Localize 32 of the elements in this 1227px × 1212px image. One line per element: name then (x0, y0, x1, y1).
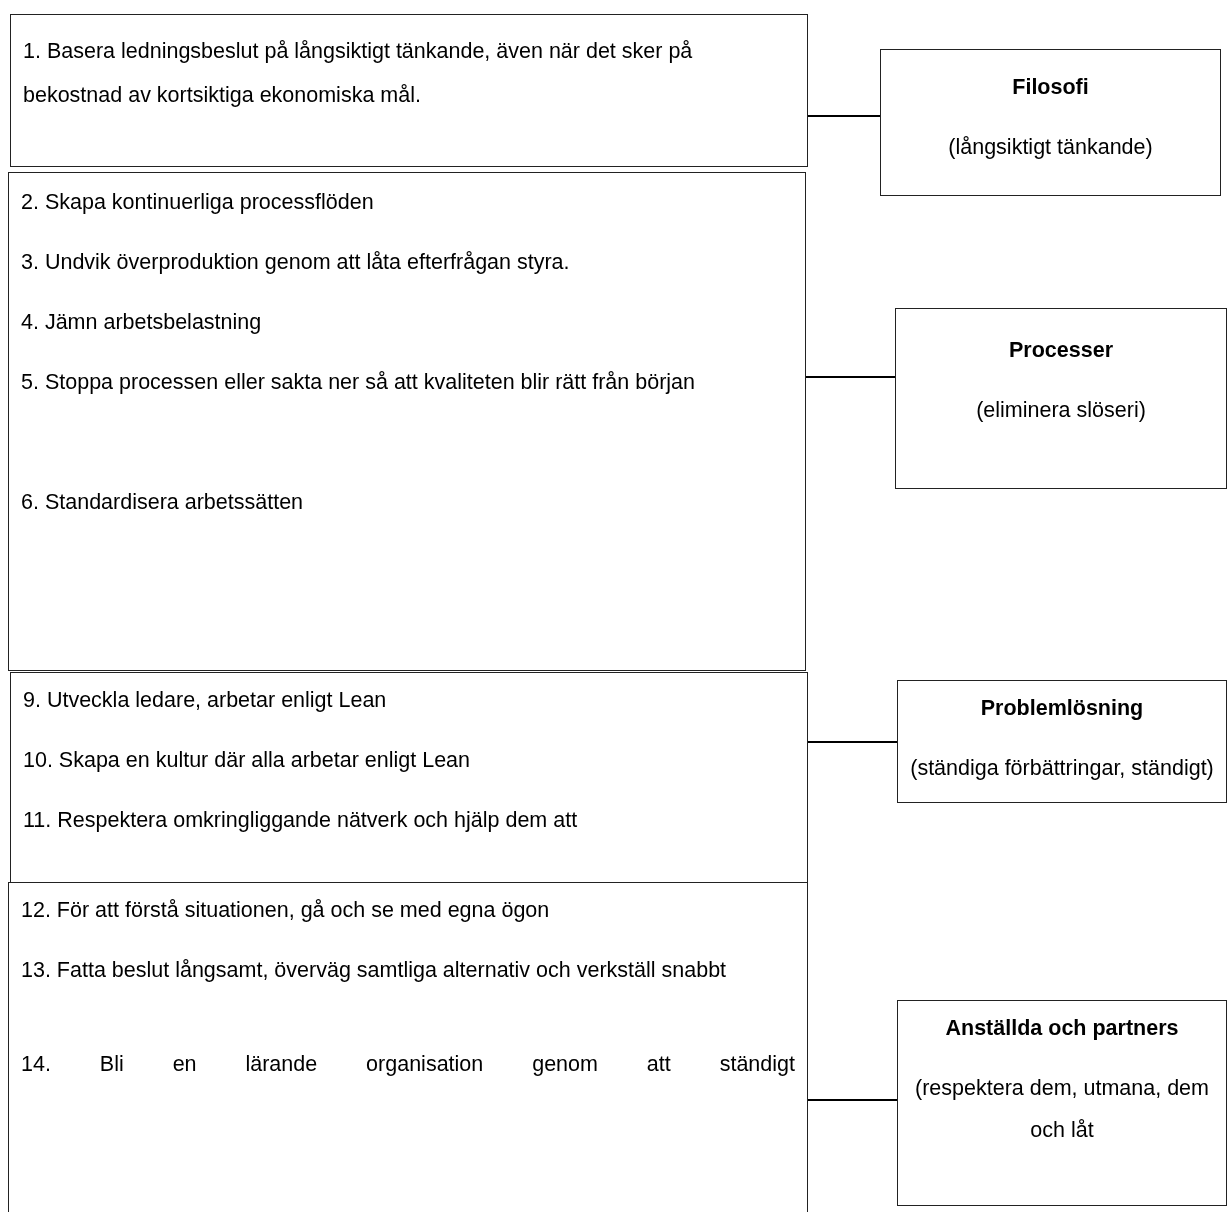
category-description: (långsiktigt tänkande) (947, 134, 1154, 161)
category-box (895, 308, 1227, 489)
category-heading: Processer (1008, 337, 1114, 364)
category-box (880, 49, 1221, 196)
category-description: (eliminera slöseri) (975, 397, 1147, 424)
connector-line (805, 376, 896, 378)
principle-text: 5. Stoppa processen eller sakta ner så att kvaliteten blir rätt från början (21, 369, 697, 396)
principle-text: 6. Standardisera arbetssätten (21, 489, 305, 516)
principle-text: 1. Basera ledningsbeslut på långsiktigt tänkande, även när det sker på bekostnad av kortsiktiga ekonomiska mål. (23, 38, 694, 109)
principle-text: 11. Respektera omkringliggande nätverk och hjälp dem att (23, 807, 579, 834)
principle-text: 4. Jämn arbetsbelastning (21, 309, 263, 336)
connector-line (807, 741, 898, 743)
principle-box (8, 882, 808, 1212)
principle-text: 13. Fatta beslut långsamt, överväg samtliga alternativ och verkställ snabbt (21, 957, 728, 984)
principle-box (8, 172, 806, 671)
category-heading: Filosofi (1011, 74, 1090, 101)
connector-line (807, 1099, 898, 1101)
category-box (897, 680, 1227, 803)
category-heading: Problemlösning (979, 695, 1145, 722)
connector-line (807, 115, 881, 117)
principle-box (10, 14, 808, 167)
category-description: (respektera dem, utmana, dem och låt (914, 1075, 1210, 1144)
category-description: (ständiga förbättringar, ständigt) (909, 755, 1215, 782)
principle-text: 14. Bli en lärande organisation genom att ständigt (21, 1051, 795, 1078)
principle-text: 12. För att förstå situationen, gå och se med egna ögon (21, 897, 551, 924)
principle-text: 10. Skapa en kultur där alla arbetar enligt Lean (23, 747, 472, 774)
category-box (897, 1000, 1227, 1206)
principle-box (10, 672, 808, 883)
category-heading: Anställda och partners (944, 1015, 1180, 1042)
principle-text: 3. Undvik överproduktion genom att låta efterfrågan styra. (21, 249, 571, 276)
principle-text: 9. Utveckla ledare, arbetar enligt Lean (23, 687, 388, 714)
principle-text: 2. Skapa kontinuerliga processflöden (21, 189, 375, 216)
